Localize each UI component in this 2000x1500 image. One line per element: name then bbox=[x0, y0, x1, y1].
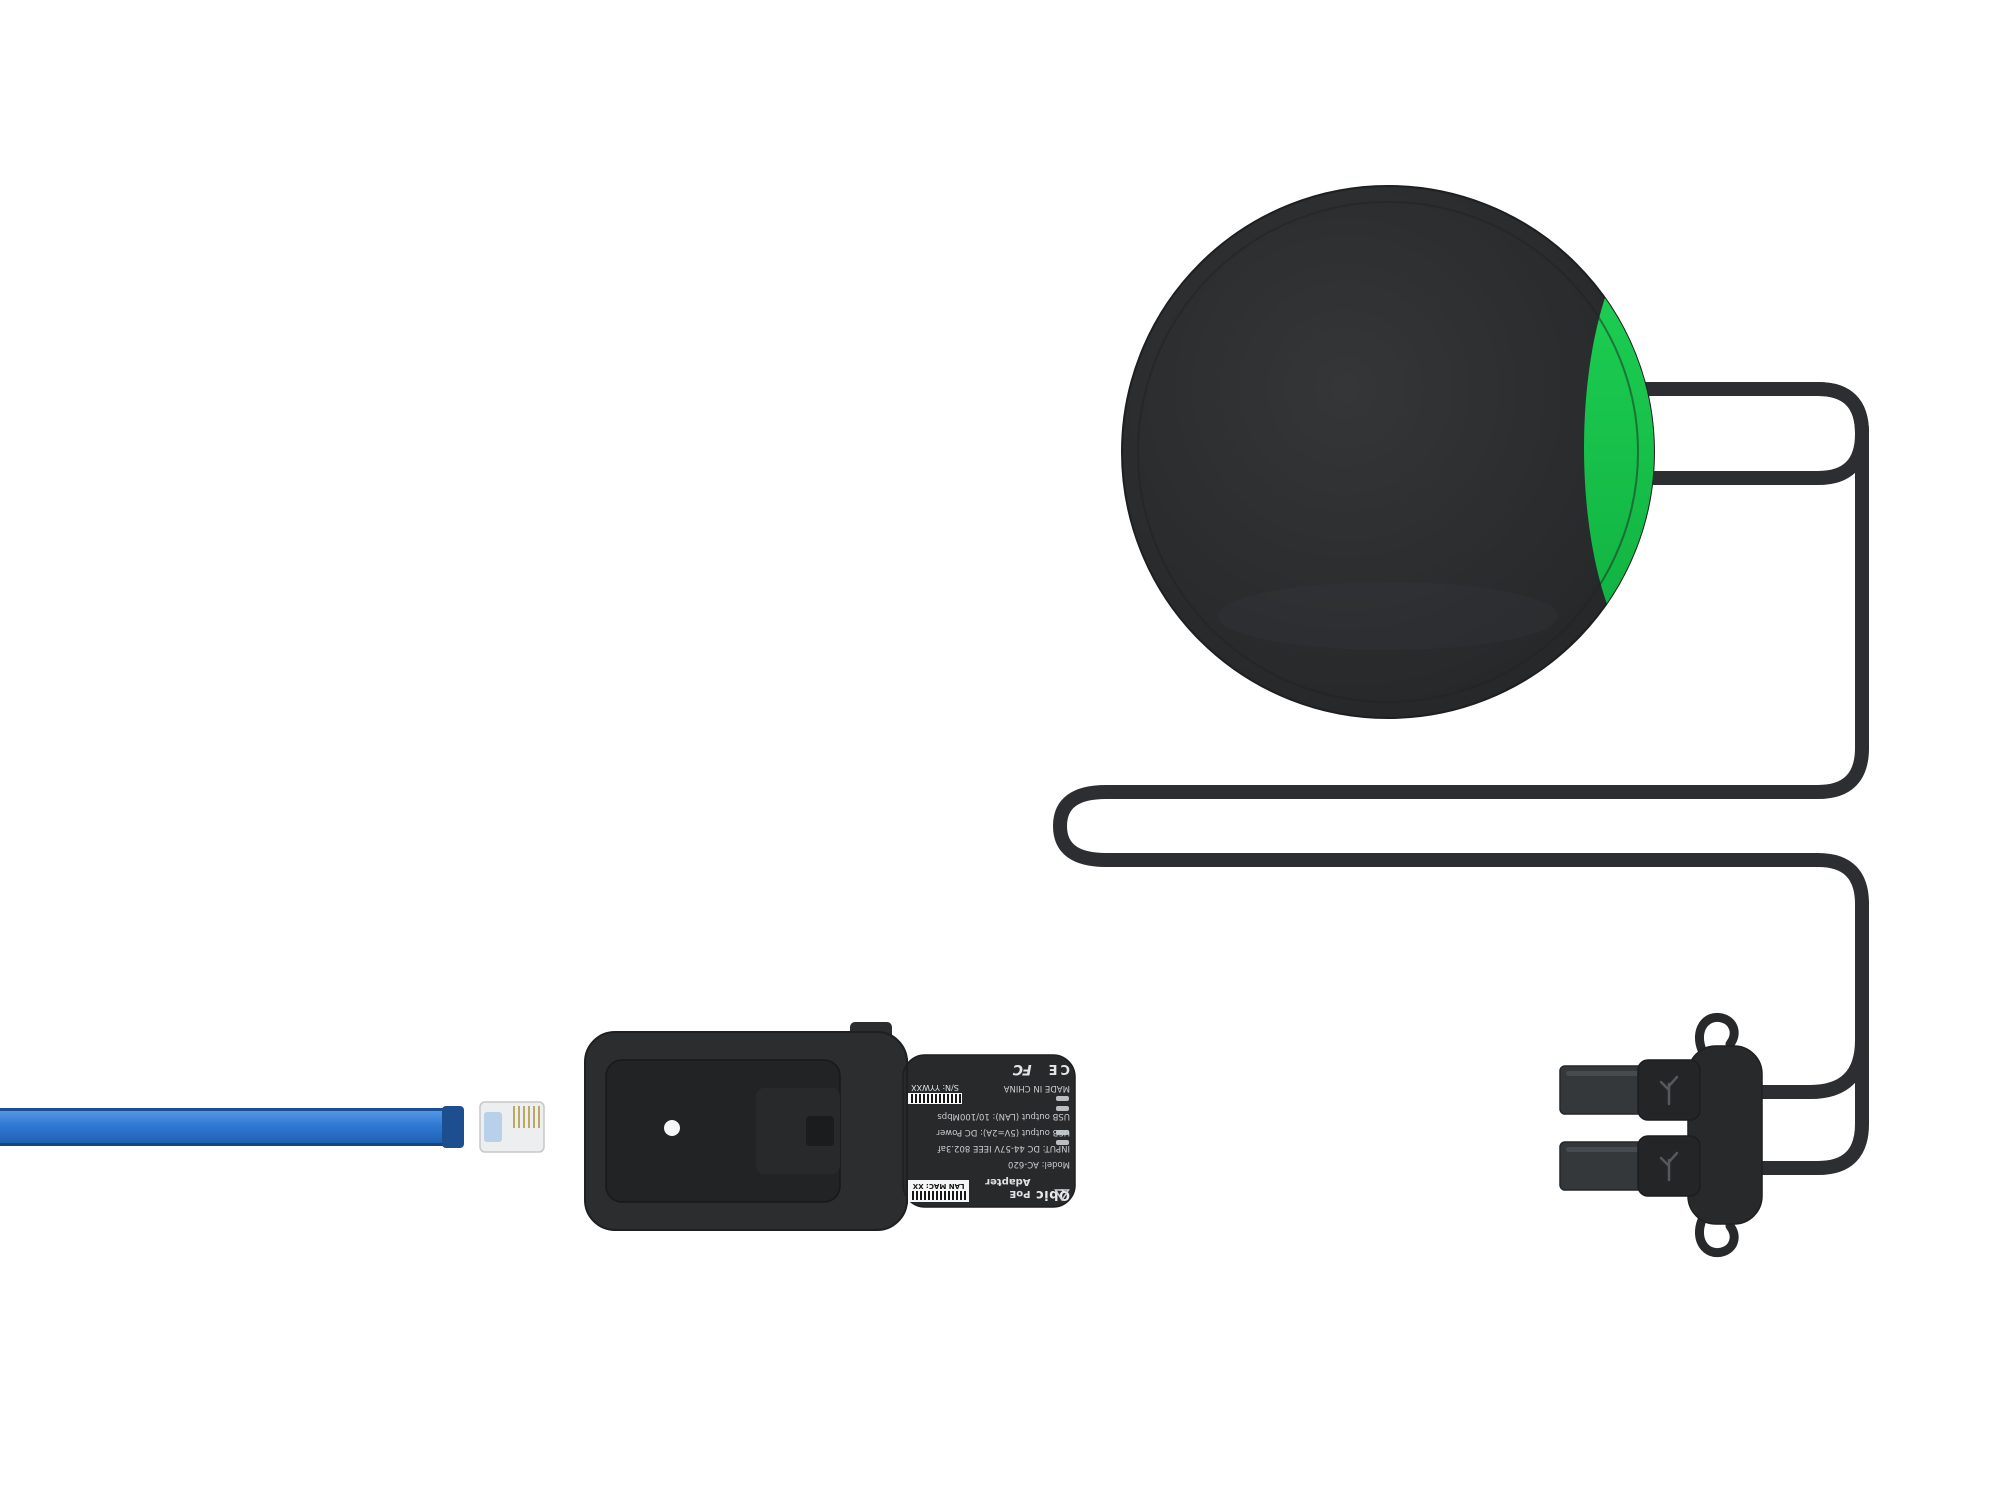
usb-plug-a bbox=[1559, 1059, 1701, 1121]
label-usb-lan: USB output (LAN): 10/100Mbps bbox=[937, 1110, 1070, 1121]
adapter-label: Qbic PoE Adapter LAN MAC: XX Model: AC-6… bbox=[908, 1060, 1070, 1202]
usb-cable-connector bbox=[1559, 1012, 1763, 1258]
usb-plug-b-shell-highlight bbox=[1566, 1147, 1640, 1152]
adapter-label-section bbox=[902, 1054, 1076, 1208]
ethernet-cable-run bbox=[0, 1108, 446, 1146]
device-puck bbox=[1121, 185, 1655, 719]
cable-branch-wire bbox=[1745, 1033, 1869, 1099]
puck-sheen bbox=[1218, 582, 1558, 650]
connector-top-hook-icon bbox=[1695, 1012, 1739, 1055]
puck-green-accent bbox=[1584, 216, 1654, 680]
device-cable bbox=[1052, 382, 1869, 1175]
usb-logo-icon bbox=[1659, 1151, 1679, 1182]
certification-marks: CE FC bbox=[908, 1060, 1070, 1202]
cable-top-loop bbox=[1623, 382, 1869, 485]
poe-adapter bbox=[584, 1022, 1076, 1231]
label-model: Model: AC-620 bbox=[1008, 1159, 1070, 1170]
barcode-icon bbox=[908, 1093, 962, 1105]
adapter-usb-port-slots bbox=[1056, 1096, 1069, 1145]
connector-gland-body bbox=[1687, 1045, 1763, 1225]
usb-plug-a-shell-highlight bbox=[1566, 1071, 1640, 1076]
connector-bottom-hook-icon bbox=[1695, 1215, 1739, 1258]
ethernet-cable-edge-bottom bbox=[0, 1143, 446, 1146]
serial-barcode-tag: S/N: YYWXX bbox=[908, 1083, 962, 1105]
ethernet-cable bbox=[0, 1101, 545, 1153]
usb-plug-b bbox=[1559, 1135, 1701, 1197]
puck-inner-ring bbox=[1137, 201, 1639, 703]
label-origin: MADE IN CHINA bbox=[1003, 1083, 1070, 1093]
adapter-cavity-slot bbox=[806, 1116, 834, 1146]
ethernet-cable-boot bbox=[442, 1106, 464, 1148]
adapter-led-dot bbox=[664, 1120, 680, 1136]
triangle-mark-icon bbox=[1054, 1189, 1070, 1202]
mac-barcode-tag: LAN MAC: XX bbox=[908, 1179, 970, 1202]
rj45-connector bbox=[479, 1101, 545, 1153]
mac-text: LAN MAC: XX bbox=[912, 1182, 965, 1190]
product-name: PoE Adapter bbox=[985, 1176, 1031, 1199]
cable-main-run bbox=[1052, 382, 1869, 1175]
rj45-cable-window bbox=[484, 1112, 502, 1142]
usb-logo-icon bbox=[1659, 1075, 1679, 1106]
adapter-cavity-step bbox=[756, 1088, 840, 1174]
barcode-icon bbox=[911, 1191, 967, 1200]
label-input: INPUT: DC 44-57V IEEE 802.3af bbox=[937, 1142, 1070, 1153]
label-usb-power: USB output (5V=2A): DC Power bbox=[936, 1126, 1070, 1137]
fcc-mark-icon: FC bbox=[1013, 1060, 1032, 1077]
rj45-pins bbox=[513, 1106, 540, 1128]
ethernet-cable-edge-top bbox=[0, 1108, 446, 1111]
ce-mark-icon: CE bbox=[1045, 1061, 1070, 1077]
serial-text: S/N: YYWXX bbox=[911, 1083, 959, 1093]
